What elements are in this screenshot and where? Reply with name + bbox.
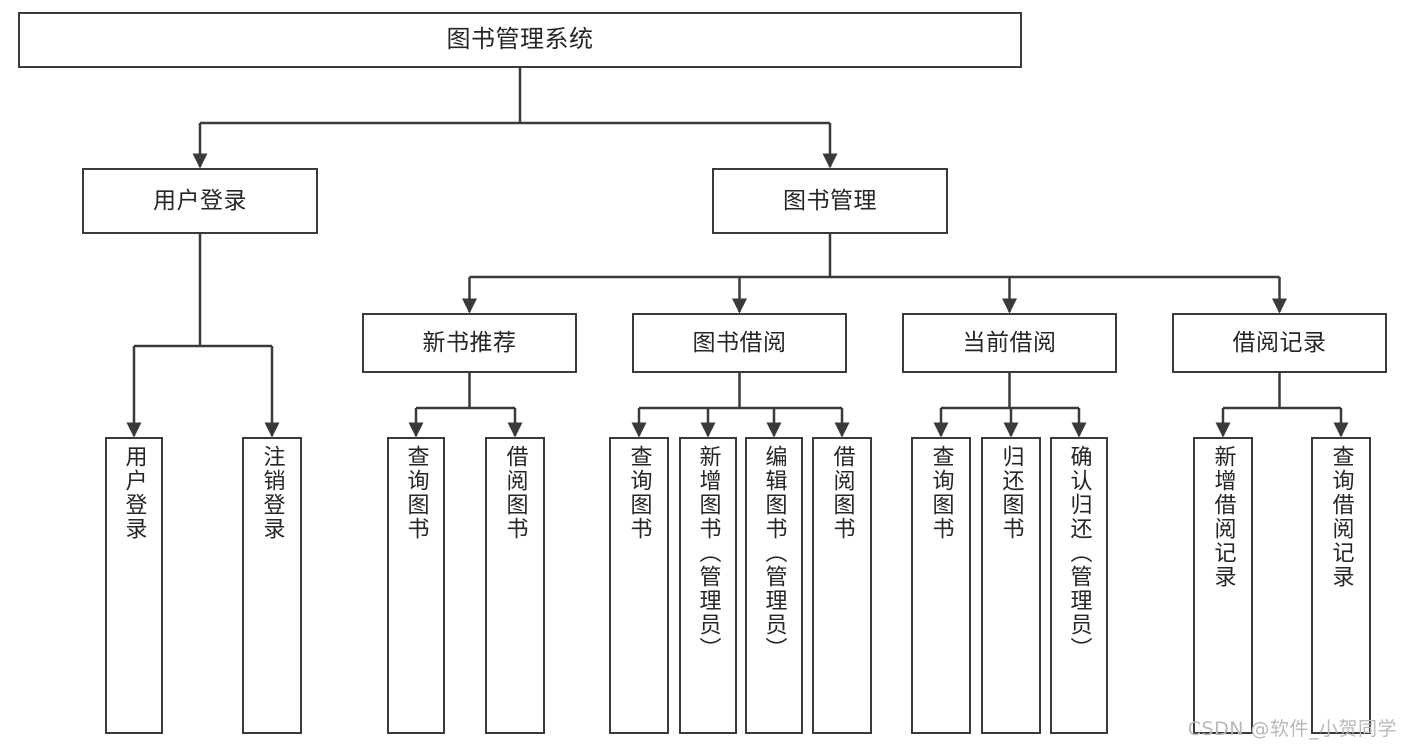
node-leaf-user-login[interactable]: 用户登录 xyxy=(105,437,163,734)
node-root[interactable]: 图书管理系统 xyxy=(18,12,1022,68)
node-leaf-query-book-cur[interactable]: 查询图书 xyxy=(911,437,971,734)
node-label: 新书推荐 xyxy=(422,329,517,356)
node-label: 用户登录 xyxy=(153,187,247,214)
node-leaf-borrow-book-rec[interactable]: 借阅图书 xyxy=(485,437,545,734)
node-current-borrow[interactable]: 当前借阅 xyxy=(902,313,1117,373)
node-label: 查询图书 xyxy=(626,445,652,541)
node-leaf-borrow-book-brw[interactable]: 借阅图书 xyxy=(812,437,872,734)
node-label: 新增图书（管理员） xyxy=(695,445,721,661)
node-leaf-add-borrow-record[interactable]: 新增借阅记录 xyxy=(1193,437,1253,734)
node-book-manage[interactable]: 图书管理 xyxy=(712,168,948,234)
node-label: 图书借阅 xyxy=(692,329,787,356)
node-leaf-logout[interactable]: 注销登录 xyxy=(242,437,302,734)
node-label: 图书管理系统 xyxy=(446,25,594,54)
node-borrow-record[interactable]: 借阅记录 xyxy=(1172,313,1387,373)
node-label: 借阅记录 xyxy=(1232,329,1327,356)
node-leaf-edit-book[interactable]: 编辑图书（管理员） xyxy=(745,437,803,734)
node-label: 借阅图书 xyxy=(502,445,528,541)
node-label: 查询借阅记录 xyxy=(1328,445,1354,589)
node-label: 借阅图书 xyxy=(829,445,855,541)
watermark-text: CSDN @软件_小贺同学 xyxy=(1187,718,1397,740)
node-leaf-add-book[interactable]: 新增图书（管理员） xyxy=(679,437,737,734)
node-leaf-query-borrow-record[interactable]: 查询借阅记录 xyxy=(1311,437,1371,734)
node-label: 查询图书 xyxy=(403,445,429,541)
node-label: 编辑图书（管理员） xyxy=(761,445,787,661)
node-leaf-return-book[interactable]: 归还图书 xyxy=(981,437,1041,734)
node-new-book-rec[interactable]: 新书推荐 xyxy=(362,313,577,373)
node-user-login[interactable]: 用户登录 xyxy=(82,168,318,234)
node-label: 注销登录 xyxy=(259,445,285,541)
node-book-borrow[interactable]: 图书借阅 xyxy=(632,313,847,373)
node-label: 查询图书 xyxy=(928,445,954,541)
node-label: 图书管理 xyxy=(783,187,877,214)
node-label: 用户登录 xyxy=(121,445,147,541)
node-leaf-confirm-return[interactable]: 确认归还（管理员） xyxy=(1050,437,1108,734)
node-leaf-query-book-rec[interactable]: 查询图书 xyxy=(387,437,445,734)
node-leaf-query-book-brw[interactable]: 查询图书 xyxy=(609,437,669,734)
node-label: 当前借阅 xyxy=(962,329,1057,356)
node-label: 确认归还（管理员） xyxy=(1066,445,1092,661)
node-label: 归还图书 xyxy=(998,445,1024,541)
node-label: 新增借阅记录 xyxy=(1210,445,1236,589)
